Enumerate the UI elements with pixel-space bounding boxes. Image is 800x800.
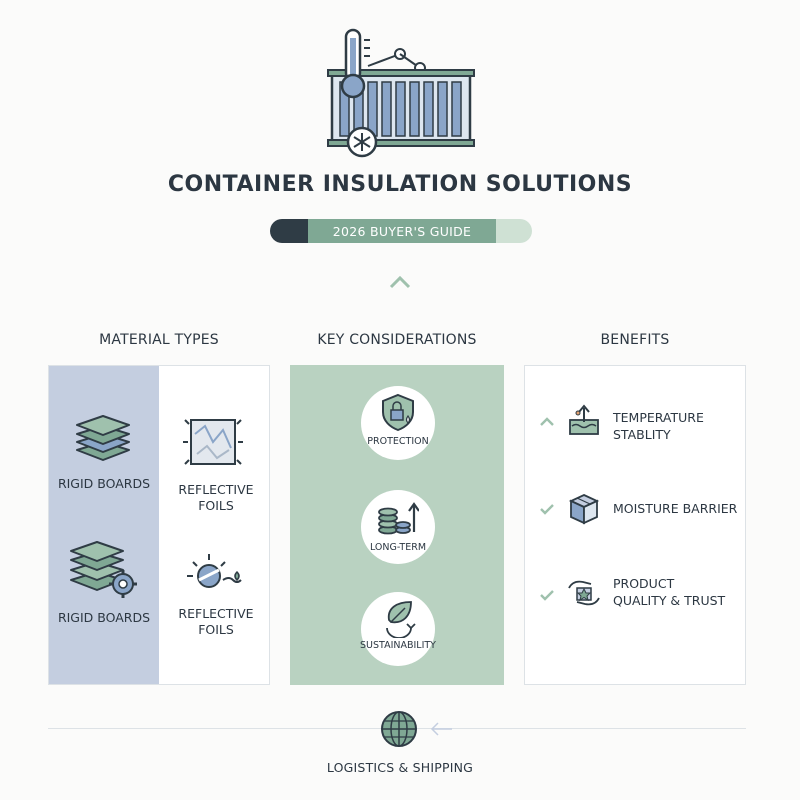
badge-segment-dark (270, 219, 308, 243)
material-label-line: FOILS (198, 498, 234, 513)
boards-gear-icon (70, 541, 137, 598)
hands-star-icon (568, 580, 600, 606)
material-label-rigid-boards-2: RIGID BOARDS (57, 610, 151, 625)
key-considerations-panel: PROTECTION LONG-TERM SUSTAINABILITY (290, 365, 504, 685)
material-label-reflective-foils: REFLECTIVE FOILS (161, 482, 271, 514)
benefits-panel: TEMPERATURE STABLITY MOISTURE BARRIER PR… (524, 365, 746, 685)
globe-icon (381, 711, 417, 747)
footer-label: LOGISTICS & SHIPPING (326, 760, 474, 775)
box-barrier-icon (568, 494, 600, 525)
key-label-protection: PROTECTION (367, 436, 429, 447)
leaf-recycle-icon (386, 601, 416, 638)
benefit-label-line: QUALITY & TRUST (613, 593, 726, 608)
refrigerated-container-icon (327, 28, 475, 158)
heading-material-types: MATERIAL TYPES (99, 332, 219, 348)
badge-label: 2026 BUYER'S GUIDE (308, 219, 496, 243)
material-types-panel: RIGID BOARDS REFLECTIVE FOILS RIGID BOAR… (48, 365, 270, 685)
material-label-line: REFLECTIVE (178, 482, 254, 497)
coins-growth-icon (378, 502, 419, 535)
arrow-left-icon (430, 722, 452, 736)
check-icon (540, 504, 554, 515)
key-label-long-term: LONG-TERM (369, 542, 427, 553)
benefit-label-line: STABLITY (613, 427, 671, 442)
material-label-rigid-boards: RIGID BOARDS (57, 476, 151, 491)
benefit-temperature-stability: TEMPERATURE STABLITY (613, 409, 743, 443)
layered-boards-icon (76, 415, 130, 461)
key-label-sustainability: SUSTAINABILITY (359, 640, 436, 651)
benefit-product-quality-trust: PRODUCT QUALITY & TRUST (613, 575, 743, 609)
heat-reflect-icon (187, 554, 242, 588)
chevron-up-icon (389, 275, 411, 289)
material-label-line: REFLECTIVE (178, 606, 254, 621)
foil-sheet-icon (183, 419, 243, 465)
heading-key-considerations: KEY CONSIDERATIONS (317, 332, 477, 348)
benefit-label-line: TEMPERATURE (613, 410, 704, 425)
chevron-up-icon (540, 417, 554, 426)
material-label-line: FOILS (198, 622, 234, 637)
heading-benefits: BENEFITS (600, 332, 670, 348)
material-label-reflective-foils-2: REFLECTIVE FOILS (161, 606, 271, 638)
temperature-up-icon (569, 404, 599, 435)
buyers-guide-badge: 2026 BUYER'S GUIDE (270, 219, 532, 243)
benefit-moisture-barrier: MOISTURE BARRIER (613, 501, 738, 516)
page-title: CONTAINER INSULATION SOLUTIONS (167, 172, 633, 197)
shield-lock-icon (382, 393, 414, 432)
check-icon (540, 590, 554, 601)
badge-segment-light (496, 219, 532, 243)
benefit-label-line: PRODUCT (613, 576, 675, 591)
